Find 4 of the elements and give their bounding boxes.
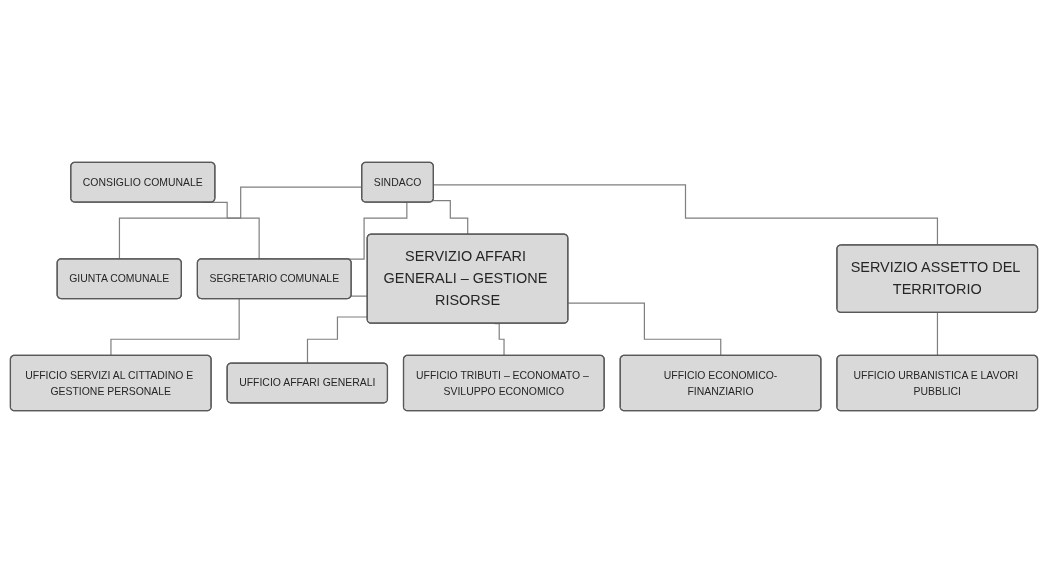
connector xyxy=(433,184,939,246)
connector xyxy=(567,302,722,357)
connector xyxy=(432,200,469,236)
connector xyxy=(936,312,939,357)
